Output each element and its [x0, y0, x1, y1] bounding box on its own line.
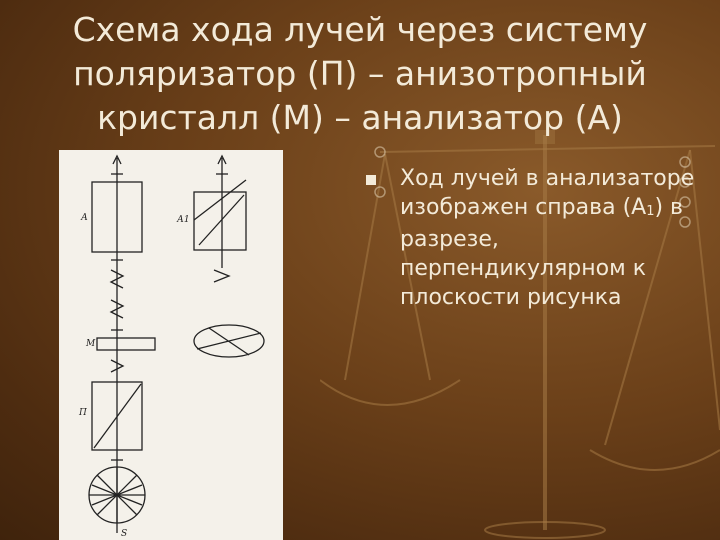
label-source: S: [121, 529, 127, 539]
label-crystal: М: [85, 339, 96, 349]
bullet-text: Ход лучей в анализаторе изображен справа…: [400, 164, 713, 312]
title-line-1: Схема хода лучей через систему: [72, 10, 648, 49]
ray-diagram-svg: А А1 М П S: [78, 154, 265, 539]
analyzer-section: [193, 191, 247, 251]
bullet-text-subscript: 1: [646, 204, 655, 219]
bullet-item: Ход лучей в анализаторе изображен справа…: [366, 164, 713, 312]
label-analyzer-section: А1: [176, 215, 190, 225]
polarizer-crystal: [91, 381, 143, 451]
bullet-text-main: Ход лучей в анализаторе изображен справа…: [400, 166, 695, 220]
bullet-text-rest: ) в разрезе, перпендикулярном к плоскост…: [400, 195, 684, 310]
title-line-3: кристалл (М) – анализатор (А): [97, 98, 623, 137]
crystal-plate: [96, 337, 156, 351]
label-analyzer: А: [80, 213, 88, 223]
crystal-section-ellipse: [193, 324, 265, 358]
square-bullet-icon: [366, 175, 376, 185]
label-polarizer: П: [78, 408, 87, 418]
optical-ray-diagram: А А1 М П S: [59, 150, 283, 540]
title-line-2: поляризатор (П) – анизотропный: [73, 54, 647, 93]
analyzer-crystal: [91, 181, 143, 253]
slide-title: Схема хода лучей через систему поляризат…: [20, 8, 700, 140]
scales-illustration: [320, 130, 720, 539]
